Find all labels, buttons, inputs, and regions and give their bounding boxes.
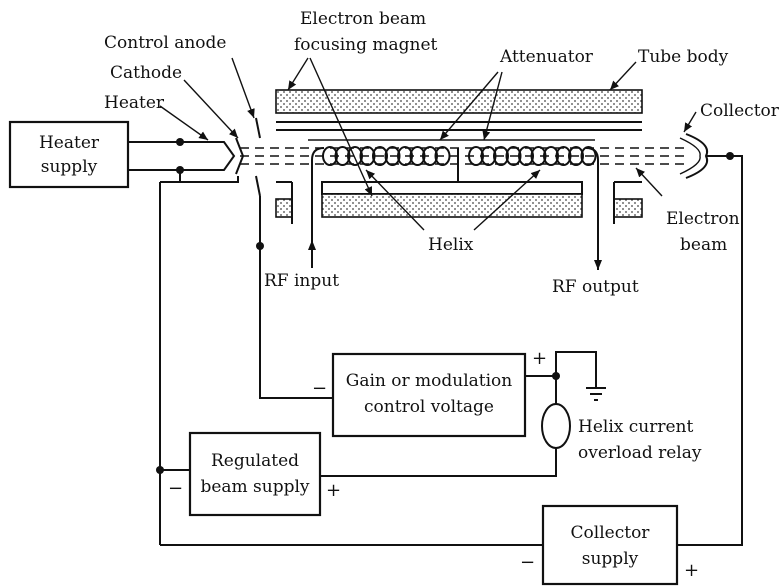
leader-control-anode [231, 57, 255, 119]
label-electron-beam-2: beam [680, 235, 727, 255]
relay-to-beam-supply-wire [320, 448, 557, 477]
helix-output-lead [585, 147, 599, 270]
helix-turn [468, 146, 484, 166]
cathode-lead [179, 170, 239, 183]
leader-tube-body [609, 61, 637, 91]
ground-wire [555, 351, 597, 388]
helix-turn [372, 146, 388, 166]
left-end-magnet-piece [275, 198, 293, 218]
collector-cup [685, 133, 708, 179]
label-helix: Helix [428, 235, 474, 255]
right-end-magnet-piece [613, 198, 643, 218]
anode-to-gain-wire [259, 196, 333, 399]
leader-cathode [183, 79, 239, 139]
label-electron-beam-1: Electron [666, 209, 740, 229]
leader-electron-beam [635, 167, 663, 197]
collector-supply-line-1: Collector [571, 523, 651, 543]
helix-turn [555, 146, 572, 166]
control-anode-upper [255, 117, 261, 139]
gain-plus-sign: + [532, 348, 547, 369]
gain-control-line-2: control voltage [364, 397, 494, 417]
helix-turn [384, 146, 401, 166]
helix-turn [530, 146, 547, 166]
label-heater: Heater [104, 93, 165, 113]
helix-turn [334, 146, 351, 166]
collector-cup-inner [679, 137, 701, 175]
label-helix-current-1: Helix current [578, 417, 693, 437]
helix-turn [580, 146, 597, 166]
regulated-beam-line-2: beam supply [200, 477, 309, 497]
lower-helix-support [321, 181, 583, 195]
collector-plus-wire [677, 155, 743, 546]
helix-coil-output [468, 146, 597, 166]
beam-plus-sign: + [326, 480, 341, 501]
leader-heater [159, 105, 209, 141]
helix-input-lead [311, 147, 325, 268]
upper-focusing-magnet [275, 89, 643, 114]
helix-turn [409, 146, 426, 166]
collector-supply-line-2: supply [582, 549, 639, 569]
helix-turn [518, 146, 534, 166]
label-tube-body: Tube body [638, 47, 729, 67]
label-control-anode: Control anode [104, 33, 227, 53]
lower-focusing-magnet [321, 193, 583, 218]
collector-plus-sign: + [684, 560, 699, 581]
leader-magnet-bottom [309, 57, 373, 197]
helix-turn [322, 146, 338, 166]
heater-supply-line-2: supply [41, 157, 98, 177]
junction-dot-collector [726, 152, 734, 160]
label-cathode: Cathode [110, 63, 182, 83]
leader-helix-1 [365, 169, 425, 231]
helix-turn [480, 146, 497, 166]
helix-turn [505, 146, 522, 166]
beam-minus-sign: − [168, 478, 183, 499]
rf-input-arrowhead [308, 240, 316, 250]
label-electron-beam-magnet-2: focusing magnet [294, 35, 438, 55]
label-helix-current-2: overload relay [578, 443, 702, 463]
helix-turn [493, 146, 509, 166]
label-rf-input: RF input [264, 271, 339, 291]
regulated-beam-line-1: Regulated [211, 451, 299, 471]
helix-turn [422, 146, 438, 166]
heater-supply-box [8, 120, 130, 189]
heater-filament [130, 141, 236, 171]
helix-turn [397, 146, 413, 166]
junction-dot-anode [256, 242, 264, 250]
heater-supply-line-1: Heater [39, 133, 100, 153]
label-electron-beam-magnet-1: Electron beam [300, 9, 426, 29]
gain-minus-sign: − [312, 378, 327, 399]
helix-current-relay [541, 403, 571, 449]
collector-supply-box [541, 504, 679, 586]
leader-magnet-top [287, 57, 309, 91]
leader-attenuator-1 [439, 71, 499, 141]
regulated-beam-box [188, 431, 322, 517]
helix-turn [434, 146, 451, 166]
helix-turn [543, 146, 559, 166]
control-anode-lower [255, 175, 261, 197]
junction-dot-heater-top [176, 138, 184, 146]
helix-turn [347, 146, 363, 166]
label-attenuator: Attenuator [499, 47, 594, 67]
collector-minus-sign: − [520, 552, 535, 573]
leader-attenuator-2 [482, 71, 503, 141]
helix-turn [568, 146, 584, 166]
gain-control-box [331, 352, 527, 438]
leader-collector [683, 111, 697, 133]
label-collector: Collector [700, 101, 780, 121]
leader-helix-2 [473, 169, 541, 231]
gain-control-line-1: Gain or modulation [346, 371, 513, 391]
cathode-shell [235, 137, 245, 175]
helix-coil-input [322, 146, 451, 166]
rf-output-arrowhead [594, 260, 602, 270]
label-rf-output: RF output [552, 277, 639, 297]
helix-turn [359, 146, 376, 166]
